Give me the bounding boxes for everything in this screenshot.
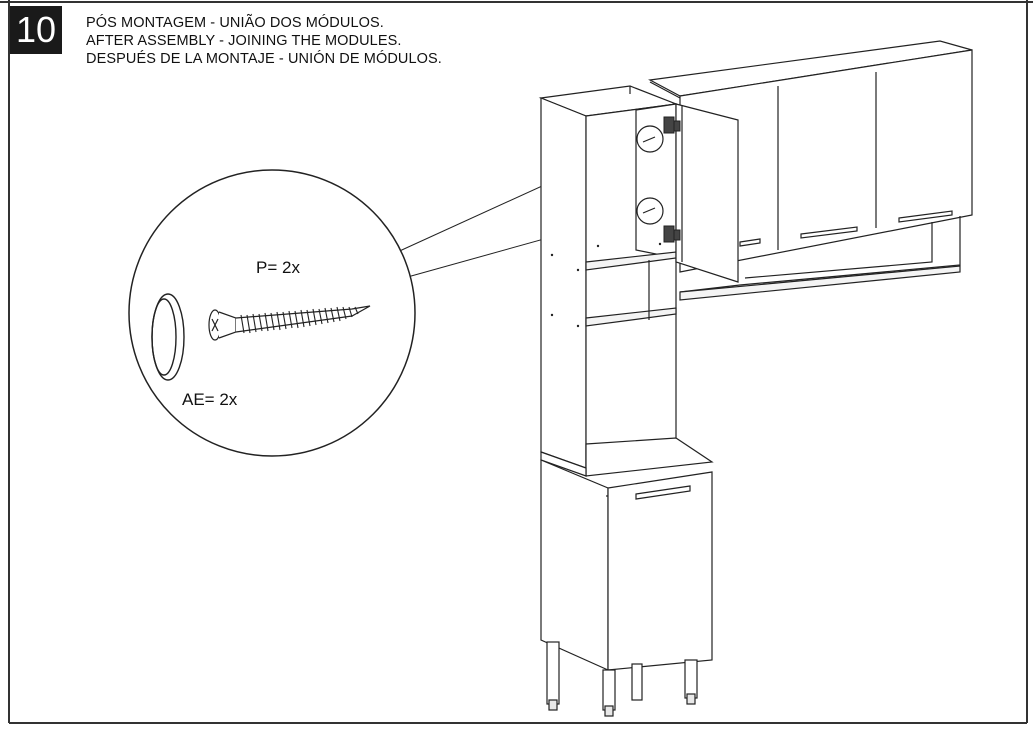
screw-cap-part — [151, 293, 185, 381]
screw-quantity-label: P= 2x — [256, 258, 300, 277]
detail-zoom-circle — [128, 169, 416, 457]
wall-cabinet-handles — [739, 210, 953, 247]
hole-detail-circles — [636, 125, 664, 225]
cap-quantity-label: AE= 2x — [182, 390, 238, 409]
shelf-pin-dots — [550, 242, 662, 328]
title-english: AFTER ASSEMBLY - JOINING THE MODULES. — [86, 33, 402, 49]
tall-column-cabinet — [538, 85, 714, 477]
open-door — [675, 103, 739, 283]
title-spanish: DESPUÉS DE LA MONTAJE - UNIÓN DE MÓDULOS… — [86, 51, 442, 67]
cabinet-legs — [546, 641, 698, 717]
hinges — [663, 116, 681, 243]
base-cabinet — [540, 451, 713, 671]
step-title-block: PÓS MONTAGEM - UNIÃO DOS MÓDULOS. AFTER … — [86, 14, 442, 68]
step-number-badge: 10 — [10, 6, 62, 54]
screw-part — [208, 305, 371, 341]
wall-cabinet — [648, 40, 973, 301]
title-portuguese: PÓS MONTAGEM - UNIÃO DOS MÓDULOS. — [86, 15, 384, 31]
